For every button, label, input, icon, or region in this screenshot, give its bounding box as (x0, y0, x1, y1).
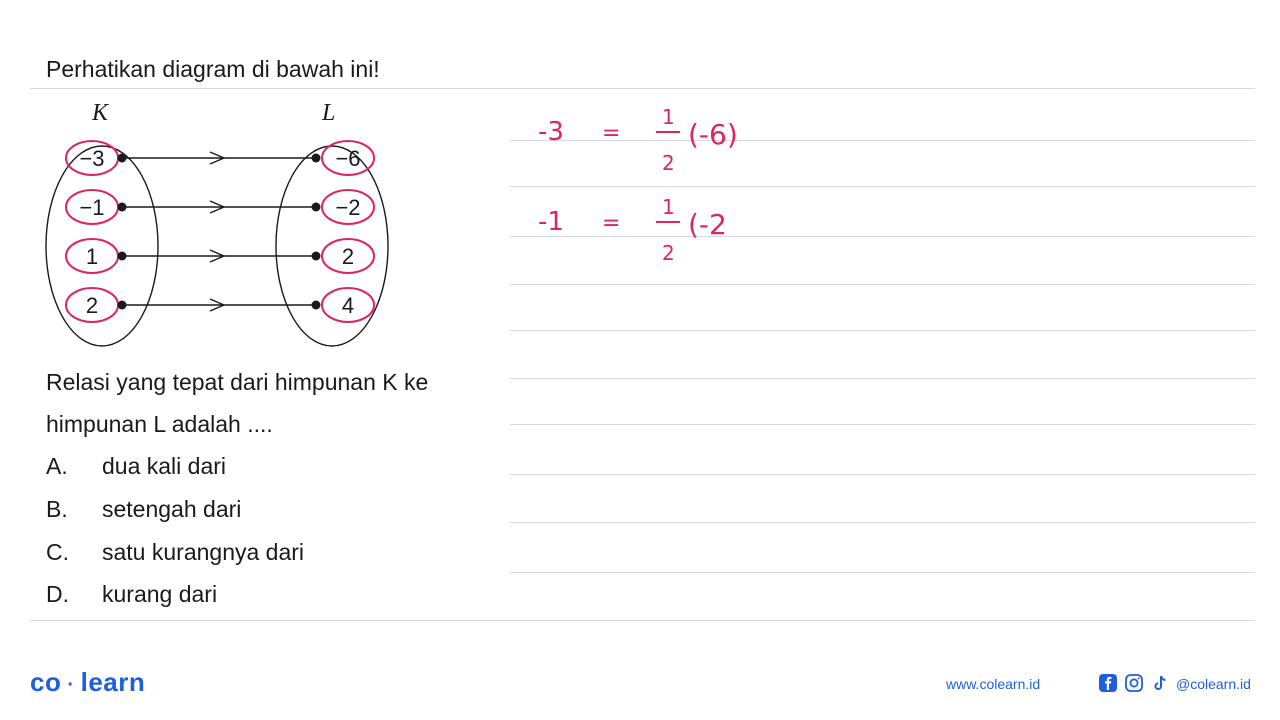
l-value: 2 (342, 244, 354, 269)
set-k-ellipse (45, 145, 159, 347)
note-num: 1 (662, 105, 675, 129)
instagram-icon[interactable] (1124, 673, 1144, 693)
option-d[interactable]: D. kurang dari (46, 580, 217, 608)
k-point (117, 300, 127, 310)
note-rest: (-2 (688, 208, 727, 241)
note-num: 1 (662, 195, 675, 219)
l-point (311, 153, 321, 163)
rule-line (510, 378, 1255, 379)
note-eq: = (602, 211, 620, 236)
option-letter: C. (46, 539, 69, 565)
rule-line (510, 330, 1255, 331)
social-handle[interactable]: @colearn.id (1176, 676, 1251, 692)
website-link[interactable]: www.colearn.id (946, 676, 1041, 692)
k-point (117, 202, 127, 212)
option-letter: D. (46, 581, 69, 607)
rule-line (510, 572, 1255, 573)
option-text: setengah dari (102, 496, 242, 522)
arrow-head (209, 249, 226, 263)
rule-line (510, 186, 1255, 187)
k-point (117, 251, 127, 261)
l-value-circle (321, 140, 375, 176)
l-point (311, 202, 321, 212)
note-den: 2 (662, 151, 675, 175)
set-k-label: K (91, 100, 110, 126)
arrow-diagram: K L −3 −1 1 2 −6 −2 2 4 (45, 100, 389, 347)
rule-line (510, 284, 1255, 285)
note-eq: = (602, 121, 620, 146)
option-text: satu kurangnya dari (102, 539, 305, 565)
k-value: 1 (86, 244, 98, 269)
set-l-ellipse (275, 145, 389, 347)
note-lhs: -1 (538, 207, 564, 237)
handwritten-notes: -3 = 1 2 (-6) -1 = 1 2 (-2 (538, 105, 738, 265)
option-c[interactable]: C. satu kurangnya dari (46, 538, 304, 566)
logo-dot: · (61, 674, 81, 696)
arrow-head (209, 200, 226, 214)
note-rest: (-6) (688, 118, 738, 151)
l-value-circle (321, 238, 375, 274)
l-value-circle (321, 287, 375, 323)
l-point (311, 251, 321, 261)
set-l-label: L (321, 100, 335, 126)
k-value: −3 (79, 146, 104, 171)
tiktok-icon[interactable] (1150, 673, 1170, 693)
k-value: 2 (86, 293, 98, 318)
arrow-head (209, 298, 226, 312)
rule-line (30, 620, 1255, 621)
l-value: −6 (335, 146, 360, 171)
rule-line (510, 474, 1255, 475)
k-point (117, 153, 127, 163)
option-b[interactable]: B. setengah dari (46, 495, 241, 523)
colearn-logo: co · learn (30, 667, 145, 698)
option-letter: B. (46, 496, 68, 522)
rule-line (510, 522, 1255, 523)
logo-part-2: learn (80, 667, 146, 697)
option-letter: A. (46, 453, 68, 479)
arrow-head (209, 151, 226, 165)
note-den: 2 (662, 241, 675, 265)
rule-line (510, 424, 1255, 425)
facebook-icon[interactable] (1098, 673, 1118, 693)
rule-line (510, 236, 1255, 237)
note-lhs: -3 (538, 117, 564, 147)
rule-line (510, 140, 1255, 141)
logo-part-1: co (30, 667, 62, 697)
l-value: −2 (335, 195, 360, 220)
question-intro: Perhatikan diagram di bawah ini! (46, 56, 380, 82)
rule-line (30, 88, 1255, 89)
option-text: kurang dari (102, 581, 218, 607)
l-value-circle (321, 189, 375, 225)
option-a[interactable]: A. dua kali dari (46, 452, 226, 480)
l-point (311, 300, 321, 310)
question-line-1: Relasi yang tepat dari himpunan K ke (46, 369, 429, 395)
question-line-2: himpunan L adalah .... (46, 411, 273, 437)
option-text: dua kali dari (102, 453, 227, 479)
k-value: −1 (79, 195, 104, 220)
l-value: 4 (342, 293, 354, 318)
